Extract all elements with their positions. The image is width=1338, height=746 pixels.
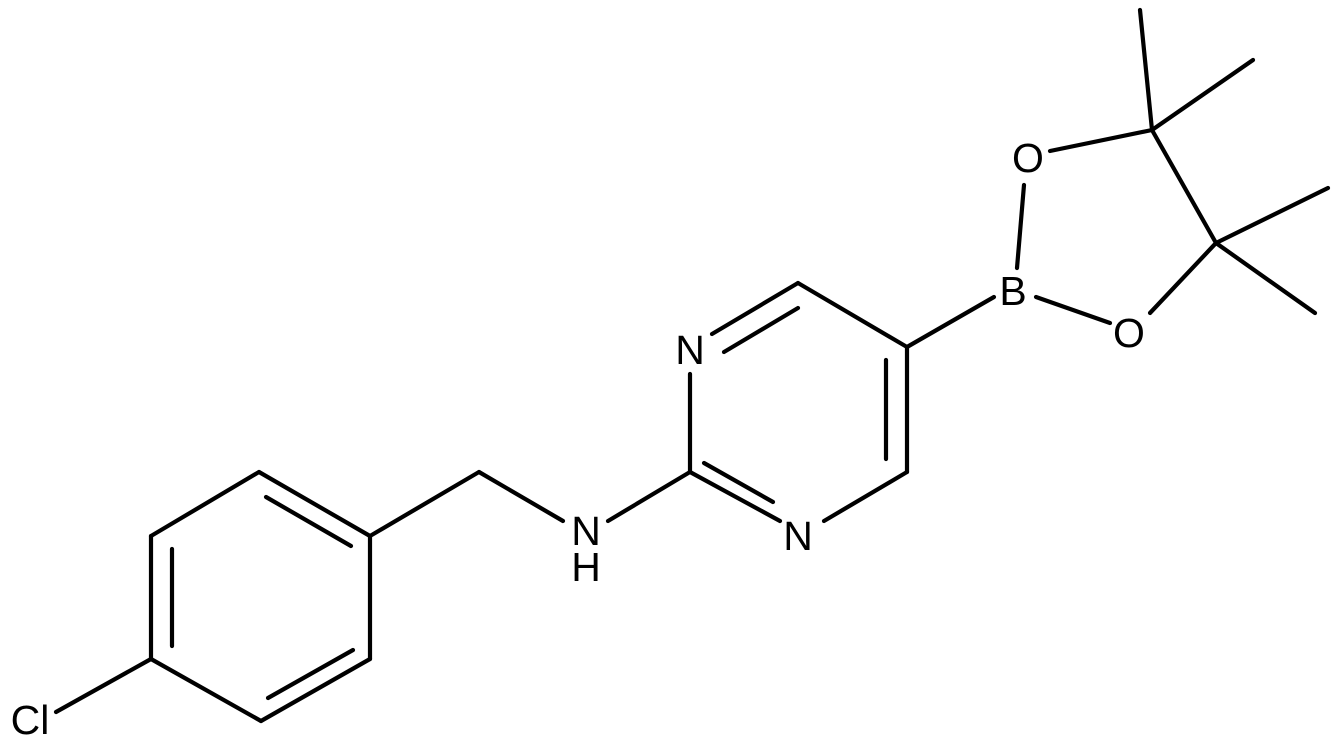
bond-ring-c2-c3 <box>256 469 373 539</box>
bond-n1-c6 <box>709 280 801 337</box>
pinacol-boronate <box>904 7 1331 350</box>
atom-label-h-amine: H <box>571 544 601 590</box>
bond-methyl-4 <box>1213 240 1318 316</box>
atom-label-boron: B <box>999 268 1026 314</box>
bond-ring-c5-c6 <box>148 656 264 724</box>
bond-methyl-3 <box>1213 185 1331 246</box>
bond-ch2-nh <box>476 469 566 524</box>
bond-ring-ch2 <box>367 469 482 539</box>
atom-label-n-ring-bottom: N <box>783 513 813 559</box>
pyrimidine-ring <box>687 280 910 524</box>
bond-ring-c4-c5 <box>258 656 373 724</box>
bond-b-o-top <box>1014 182 1027 271</box>
bond-n3-c2 <box>687 469 783 524</box>
bond-nh-c2 <box>605 469 693 524</box>
bond-methyl-2 <box>1149 57 1256 133</box>
bond-ring-inner-c4-c5 <box>265 647 356 701</box>
atom-label-o-top: O <box>1012 135 1044 181</box>
bond-c-c <box>1149 127 1219 246</box>
bond-o-bottom-c <box>1147 240 1219 316</box>
chlorophenyl-ring <box>148 469 373 724</box>
bond-n3-c2-inner <box>701 460 776 505</box>
bond-methyl-1 <box>1137 7 1155 133</box>
bond-ring-c1-c2 <box>148 469 262 539</box>
atom-label-n-ring-top: N <box>675 327 705 373</box>
bond-c6-c5 <box>795 280 910 350</box>
bond-c4-n3 <box>821 469 910 524</box>
bond-ring-inner-c2-c3 <box>263 494 354 549</box>
bond-b-o-bottom <box>1033 294 1113 326</box>
bond-c5-b <box>904 294 997 350</box>
bond-n1-c6-inner <box>721 305 801 355</box>
atom-label-n-amine: N <box>571 508 601 554</box>
atom-label-cl: Cl <box>11 697 50 743</box>
bond-c-cl <box>53 656 154 715</box>
bond-o-top-c <box>1047 127 1155 154</box>
atom-label-o-bottom: O <box>1113 310 1145 356</box>
